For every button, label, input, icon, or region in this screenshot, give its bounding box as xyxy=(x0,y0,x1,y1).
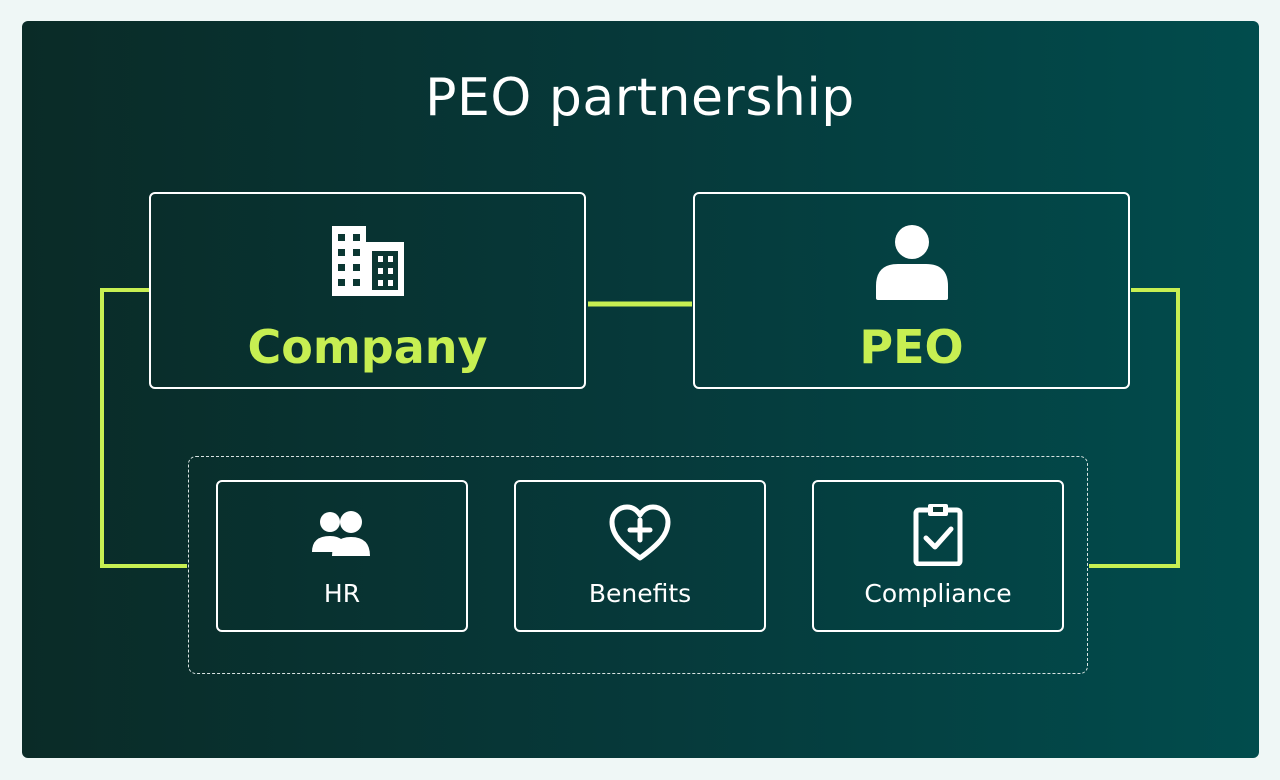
peo-services-connector xyxy=(1089,288,1180,568)
compliance-box: Compliance xyxy=(812,480,1064,632)
services-group xyxy=(188,456,1088,674)
benefits-box: Benefits xyxy=(514,480,766,632)
compliance-label: Compliance xyxy=(864,579,1012,608)
building-icon xyxy=(331,226,404,296)
peo-box: PEO xyxy=(693,192,1130,389)
person-icon xyxy=(875,225,948,300)
clipboard-check-icon xyxy=(913,504,963,566)
peo-label: PEO xyxy=(859,320,964,374)
company-box: Company xyxy=(149,192,586,389)
benefits-label: Benefits xyxy=(588,579,692,608)
company-services-connector xyxy=(100,288,187,568)
diagram-title: PEO partnership xyxy=(425,68,855,128)
hr-label: HR xyxy=(323,579,361,608)
diagram-panel xyxy=(22,21,1259,758)
company-label: Company xyxy=(247,320,488,374)
heart-plus-icon xyxy=(609,504,671,561)
people-icon xyxy=(312,511,370,556)
hr-box: HR xyxy=(216,480,468,632)
